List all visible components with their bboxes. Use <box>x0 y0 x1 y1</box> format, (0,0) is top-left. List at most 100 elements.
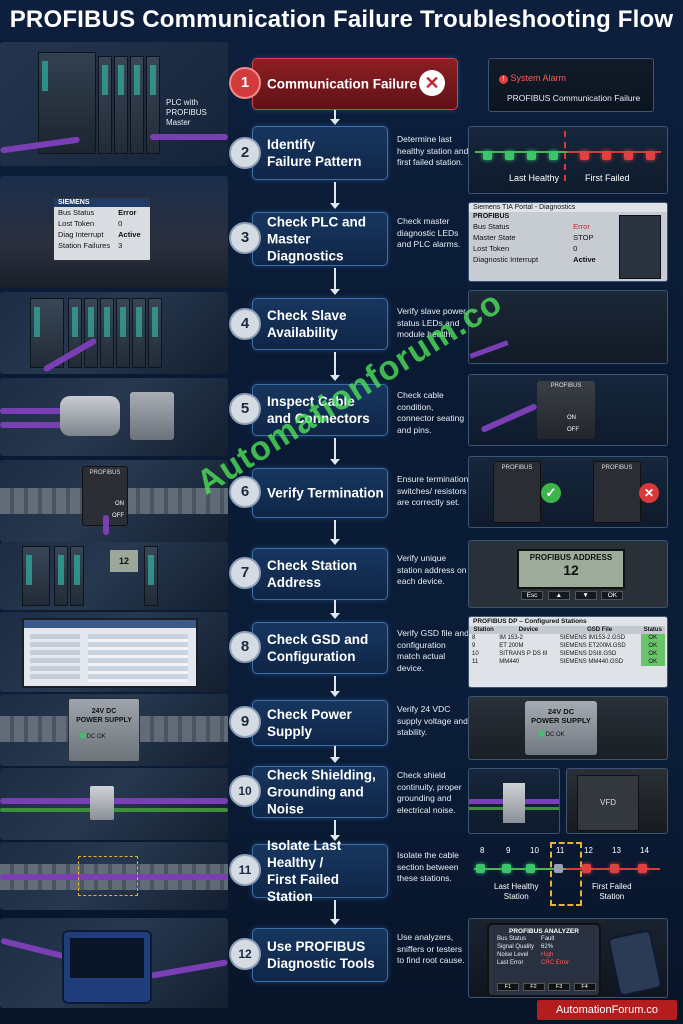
gsd-cell: SITRANS P DS III <box>499 651 548 657</box>
fault-divider <box>564 131 566 181</box>
analyzer-key: Last Error <box>497 960 524 966</box>
station-number: 14 <box>640 846 649 855</box>
tia-key: Lost Token <box>473 244 510 253</box>
step-12-box[interactable]: Use PROFIBUS Diagnostic Tools <box>252 928 388 982</box>
flow-arrow <box>330 600 340 619</box>
station-fail-led <box>624 151 633 160</box>
tia-value: Active <box>573 255 596 264</box>
flow-arrow <box>330 900 340 925</box>
station-number: 10 <box>530 846 539 855</box>
isolate-last-healthy: Last Healthy Station <box>494 882 539 901</box>
station-number: 13 <box>612 846 621 855</box>
flow-arrow <box>330 820 340 841</box>
analyzer-value: 62% <box>541 944 554 950</box>
step-1-label: Communication Failure <box>267 76 418 92</box>
station-unknown-led <box>554 864 563 873</box>
pattern-first-failed: First Failed <box>585 173 630 183</box>
flow-arrow <box>330 676 340 697</box>
station-ok-led <box>502 864 511 873</box>
photo-cable-section <box>0 842 228 910</box>
isolation-window <box>550 842 582 906</box>
photo-termination: PROFIBUS ON OFF <box>0 460 228 542</box>
step-11-box[interactable]: Isolate Last Healthy / First Failed Stat… <box>252 838 388 904</box>
step-8-label: Check GSD and Configuration <box>267 632 369 664</box>
station-display: 12 <box>110 550 138 572</box>
step-1-box[interactable]: Communication Failure ✕ <box>252 58 458 110</box>
station-ok-led <box>526 864 535 873</box>
step-10-box[interactable]: Check Shielding, Grounding and Noise <box>252 766 388 818</box>
psu-panel-label: 24V DC POWER SUPPLY <box>531 707 591 725</box>
gsd-cell: SIEMENS DSIII.GSD <box>559 651 617 657</box>
up-button[interactable]: ▲ <box>547 591 570 600</box>
vfd-panel: VFD <box>566 768 668 834</box>
pattern-panel: Last Healthy First Failed <box>468 126 668 194</box>
gsd-cell: SIEMENS IM153-2.GSD <box>559 635 626 641</box>
step-5-desc: Check cable condition, connector seating… <box>397 390 465 435</box>
f2-button[interactable]: F2 <box>522 983 545 991</box>
step-3-box[interactable]: Check PLC and Master Diagnostics <box>252 212 388 266</box>
ok-button[interactable]: OK <box>601 591 624 600</box>
step-6-box[interactable]: Verify Termination <box>252 468 388 518</box>
tia-key: Master State <box>473 233 516 242</box>
step-3-label: Check PLC and Master Diagnostics <box>267 214 367 264</box>
station-fail-led <box>580 151 589 160</box>
connector-on: ON <box>567 415 576 421</box>
gsd-cell: OK <box>640 634 665 642</box>
step-9-box[interactable]: Check Power Supply <box>252 700 388 746</box>
termination-label: PROFIBUS <box>89 470 121 476</box>
analyzer-key: Noise Level <box>497 952 529 958</box>
gsd-cell: OK <box>640 658 665 666</box>
dc-ok-led <box>539 731 544 736</box>
hmi-brand: SIEMENS <box>54 198 150 207</box>
hmi-key: Lost Token <box>58 219 95 228</box>
f1-button[interactable]: F1 <box>497 983 519 991</box>
isolate-first-failed: First Failed Station <box>592 882 632 901</box>
station-number: 11 <box>556 846 565 855</box>
gsd-header: GSD File <box>587 627 613 633</box>
alarm-title: System Alarm <box>510 73 567 83</box>
tia-value: Error <box>573 222 590 231</box>
address-value: 12 <box>563 562 579 578</box>
step-4-badge: 4 <box>229 308 261 340</box>
page-title: PROFIBUS Communication Failure Troublesh… <box>9 6 674 33</box>
station-number: 12 <box>584 846 593 855</box>
flow-arrow <box>330 438 340 465</box>
step-11-badge: 11 <box>229 854 261 886</box>
analyzer-title: PROFIBUS ANALYZER <box>509 928 579 935</box>
step-12-badge: 12 <box>229 938 261 970</box>
station-fail-led <box>610 864 619 873</box>
station-ok-led <box>476 864 485 873</box>
step-4-box[interactable]: Check Slave Availability <box>252 298 388 350</box>
hmi-value: 0 <box>118 219 123 228</box>
f4-button[interactable]: F4 <box>573 983 596 991</box>
step-3-desc: Check master diagnostic LEDs and PLC ala… <box>397 216 461 249</box>
step-8-box[interactable]: Check GSD and Configuration <box>252 622 388 674</box>
esc-button[interactable]: Esc <box>521 591 543 600</box>
step-11-desc: Isolate the cable section between these … <box>397 850 459 883</box>
step-11-label: Isolate Last Healthy / First Failed Stat… <box>267 838 342 904</box>
step-5-label: Inspect Cable and Connectors <box>267 394 370 426</box>
station-ok-led <box>483 151 492 160</box>
flow-arrow <box>330 110 340 125</box>
station-ok-led <box>505 151 514 160</box>
step-6-badge: 6 <box>229 476 261 508</box>
step-2-box[interactable]: Identify Failure Pattern <box>252 126 388 180</box>
address-panel: PROFIBUS ADDRESS 12 Esc ▲ ▼ OK <box>468 540 668 608</box>
down-button[interactable]: ▼ <box>574 591 597 600</box>
step-5-box[interactable]: Inspect Cable and Connectors <box>252 384 388 436</box>
photo-analyzer <box>0 918 228 1008</box>
gsd-cell: MM440 <box>499 659 520 665</box>
f3-button[interactable]: F3 <box>548 983 571 991</box>
gsd-cell: SIEMENS MM440.GSD <box>559 659 624 665</box>
psu-panel-status: DC OK <box>545 732 565 738</box>
footer-brand[interactable]: AutomationForum.co <box>537 1000 677 1020</box>
step-2-desc: Determine last healthy station and first… <box>397 134 469 167</box>
vfd-label: VFD <box>600 798 616 807</box>
step-7-box[interactable]: Check Station Address <box>252 548 388 600</box>
gsd-panel: PROFIBUS DP – Configured Stations Statio… <box>468 616 668 688</box>
step-10-badge: 10 <box>229 775 261 807</box>
